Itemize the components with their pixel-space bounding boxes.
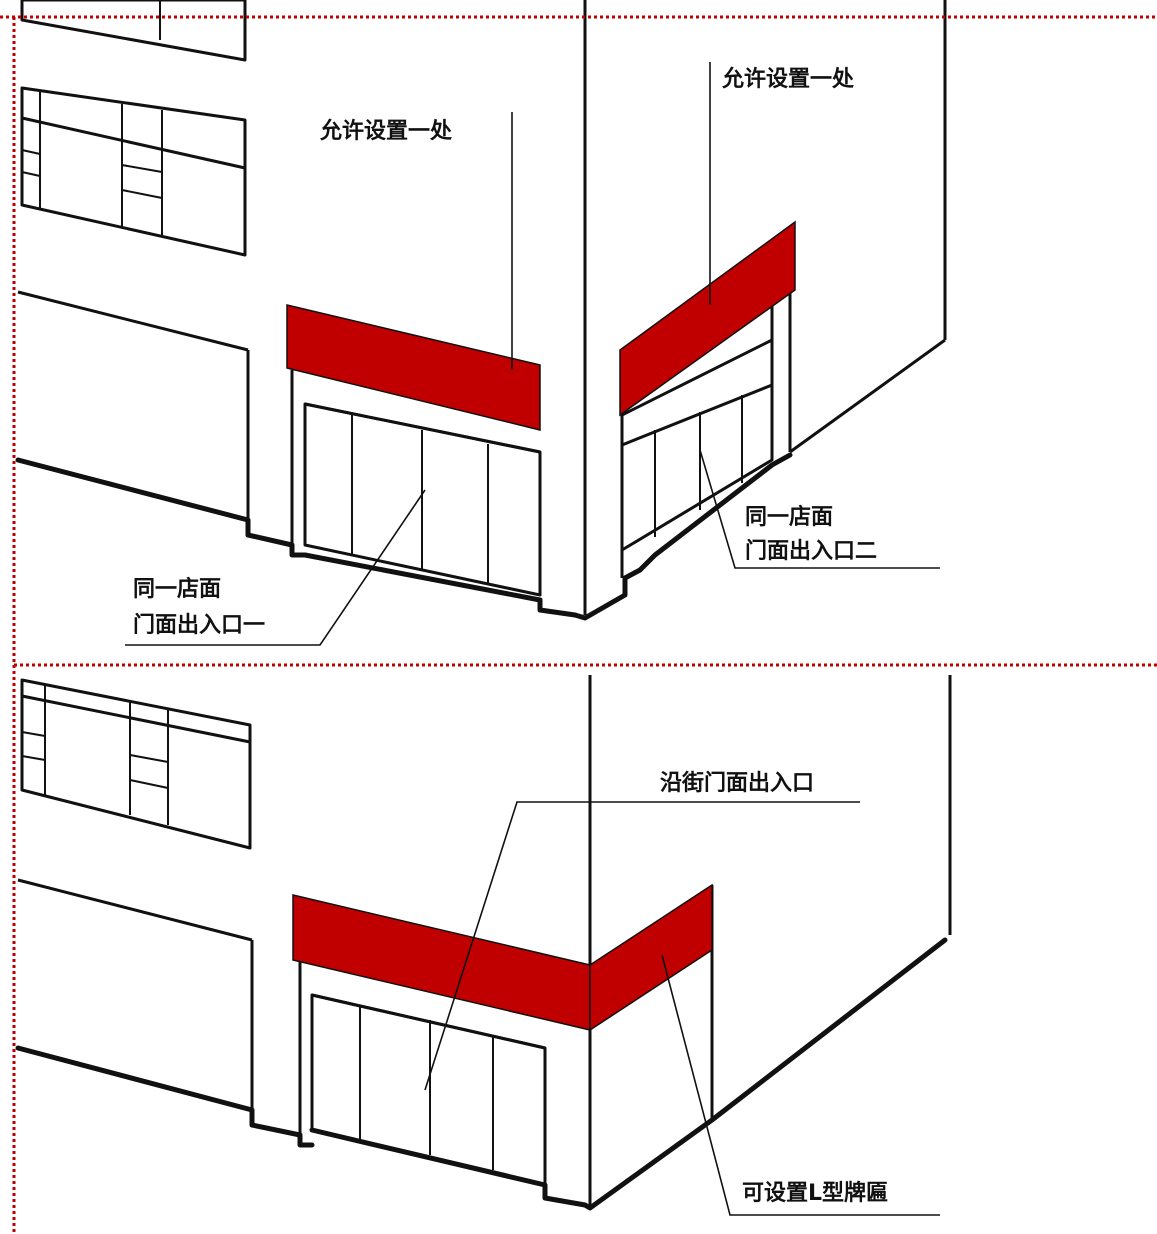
leader-street-entrance <box>424 801 860 1091</box>
l-signboard-side <box>589 883 713 1032</box>
label-entrance-one-line2: 门面出入口一 <box>133 612 265 638</box>
leader-entrance-two <box>699 449 940 569</box>
top-panel: 允许设置一处 允许设置一处 同一店面 门面出入口一 同一店面 门面出入口二 <box>15 0 947 646</box>
right-signboard <box>619 220 796 417</box>
right-wall-base <box>789 338 946 454</box>
bottom-panel: 沿街门面出入口 可设置L型牌匾 <box>15 675 952 1216</box>
label-entrance-one-line1: 同一店面 <box>133 577 221 602</box>
facade-base-left-b <box>15 1045 315 1148</box>
storefront-base-b <box>309 1127 588 1208</box>
leader-entrance-one <box>125 489 426 646</box>
corner-base-b <box>582 937 948 1211</box>
corner-base <box>572 567 643 621</box>
storefront-left-base <box>302 552 578 618</box>
label-entrance-two-line2: 门面出入口二 <box>745 538 877 564</box>
leader-l-sign <box>661 954 940 1216</box>
label-entrance-two-line1: 同一店面 <box>745 505 833 530</box>
lower-windows <box>20 678 252 850</box>
facade-base-left <box>15 457 308 558</box>
label-right-sign: 允许设置一处 <box>721 66 854 92</box>
left-signboard <box>286 304 541 431</box>
label-street-entrance: 沿街门面出入口 <box>660 770 814 796</box>
facade-edge-top-b <box>17 878 253 942</box>
storefront-right-base <box>637 452 793 573</box>
upper-windows <box>20 0 247 257</box>
label-l-sign: 可设置L型牌匾 <box>742 1180 888 1206</box>
label-left-sign: 允许设置一处 <box>319 118 452 144</box>
facade-edge-top <box>17 290 249 352</box>
panel-frames <box>0 15 1157 1234</box>
